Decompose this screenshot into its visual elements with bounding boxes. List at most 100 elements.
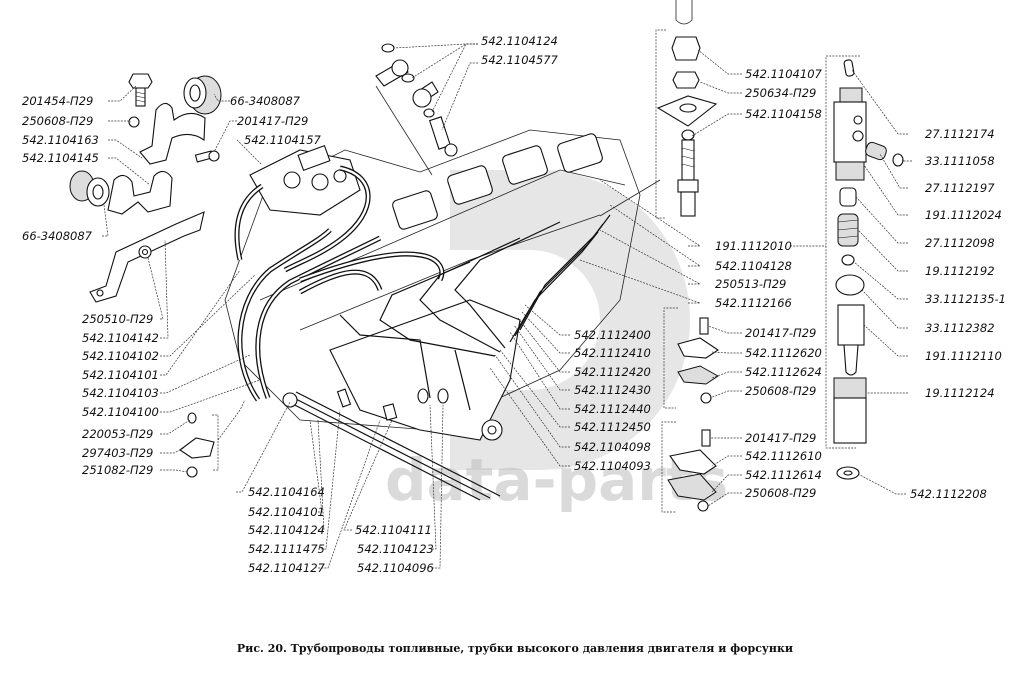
banjo-eye-icon — [437, 388, 449, 404]
clip-assembly-2 — [661, 421, 717, 513]
pipe-fitting-assembly — [655, 0, 718, 219]
clip-assembly-1 — [663, 307, 719, 409]
fitting-icon — [336, 388, 352, 408]
part-label: 542.1104164 — [248, 485, 325, 499]
part-label: 542.1112430 — [574, 383, 651, 397]
fuel-filter-housing — [249, 144, 361, 216]
part-label: 542.1112410 — [574, 346, 651, 360]
part-label: 542.1104142 — [82, 331, 159, 345]
part-label: 542.1104124 — [248, 523, 325, 537]
upper-clamp-icon — [139, 102, 206, 165]
part-label: 542.1104124 — [481, 34, 558, 48]
injector-body-icon — [833, 87, 867, 181]
fuel-hoses — [234, 165, 445, 402]
part-label: 297403-П29 — [82, 446, 153, 460]
rubber-grommet-icon — [69, 170, 110, 207]
part-label: 542.1112614 — [745, 468, 822, 482]
spring-icon — [837, 213, 859, 247]
high-pressure-tubes — [339, 214, 611, 411]
part-label: 542.1104127 — [248, 561, 326, 575]
part-label: 201454-П29 — [22, 94, 93, 108]
part-label: 250608-П29 — [22, 114, 93, 128]
spacer-icon — [839, 187, 857, 207]
washer-icon — [417, 388, 429, 404]
part-label: 201417-П29 — [237, 114, 308, 128]
watermark-logo — [450, 170, 690, 470]
nut-icon — [697, 500, 709, 512]
part-label: 542.1112450 — [574, 420, 651, 434]
o-ring-icon — [892, 153, 904, 167]
part-label: 33.1112135-1 — [925, 292, 1006, 306]
spacer-disc-icon — [835, 274, 865, 296]
part-label: 220053-П29 — [82, 427, 153, 441]
part-label: 191.1112024 — [925, 208, 1002, 222]
nut-icon — [672, 71, 700, 89]
part-label: 191.1112110 — [925, 349, 1002, 363]
part-label: 542.1104102 — [82, 349, 159, 363]
lower-clamp-icon — [107, 170, 173, 215]
part-label: 542.1112208 — [910, 487, 987, 501]
part-label: 66-3408087 — [230, 94, 301, 108]
screw-icon — [194, 150, 220, 163]
part-label: 542.1104163 — [22, 133, 99, 147]
clip-icon — [677, 365, 719, 385]
part-label: 19.1112192 — [925, 264, 995, 278]
part-label: 542.1104093 — [574, 459, 651, 473]
banjo-fittings — [375, 43, 458, 157]
part-label: 542.1112420 — [574, 365, 651, 379]
part-label: 250608-П29 — [745, 384, 816, 398]
leader-lines — [102, 43, 912, 569]
part-label: 542.1104107 — [745, 67, 823, 81]
part-label: 542.1104100 — [82, 405, 159, 419]
part-label: 542.1104098 — [574, 440, 651, 454]
part-label: 250608-П29 — [745, 486, 816, 500]
nut-icon — [128, 116, 140, 128]
part-label: 542.1112610 — [745, 449, 822, 463]
bracket-assembly — [69, 73, 222, 303]
bolt-icon — [382, 403, 398, 421]
bolt-icon — [128, 73, 153, 107]
fitting-stem-icon — [677, 129, 699, 217]
part-label: 542.1104128 — [715, 259, 792, 273]
part-label: 542.1112624 — [745, 365, 822, 379]
part-label: 542.1104096 — [357, 561, 434, 575]
rubber-grommet-icon — [183, 75, 222, 115]
part-label: 542.1104123 — [357, 542, 434, 556]
part-label: 27.1112098 — [925, 236, 995, 250]
part-label: 250513-П29 — [715, 277, 786, 291]
part-label: 201417-П29 — [745, 431, 816, 445]
nozzle-nut-icon — [833, 377, 867, 444]
part-label: 542.1104158 — [745, 107, 822, 121]
nozzle-icon — [837, 304, 865, 376]
screw-icon — [699, 317, 709, 335]
clip-icon — [669, 449, 717, 475]
part-label: 251082-П29 — [82, 463, 153, 477]
part-label: 201417-П29 — [745, 326, 816, 340]
part-label: 542.1104111 — [355, 523, 432, 537]
part-label: 250634-П29 — [745, 86, 816, 100]
injector-assembly — [825, 55, 904, 480]
spring-seat-icon — [841, 254, 855, 266]
union-nut-icon — [671, 36, 701, 61]
base-bracket-icon — [89, 211, 205, 303]
part-label: 542.1112620 — [745, 346, 822, 360]
part-label: 542.1104103 — [82, 386, 159, 400]
screw-icon — [701, 429, 711, 447]
nut-icon — [700, 392, 712, 404]
part-label: 542.1104101 — [82, 368, 159, 382]
clip-icon — [667, 473, 717, 501]
part-label: 250510-П29 — [82, 312, 153, 326]
return-tubes — [282, 391, 501, 501]
part-label: 191.1112010 — [715, 239, 792, 253]
part-labels: 201454-П29 250608-П29 542.1104163 542.11… — [22, 34, 1006, 575]
part-label: 27.1112197 — [925, 181, 995, 195]
clip-assembly-left — [179, 412, 215, 478]
part-label: 542.1112400 — [574, 328, 651, 342]
part-label: 33.1111058 — [925, 154, 995, 168]
part-label: 542.1112440 — [574, 402, 651, 416]
part-label: 33.1112382 — [925, 321, 995, 335]
clip-icon — [677, 337, 719, 359]
part-label: 542.1104101 — [248, 505, 325, 519]
part-label: 542.1112166 — [715, 296, 792, 310]
